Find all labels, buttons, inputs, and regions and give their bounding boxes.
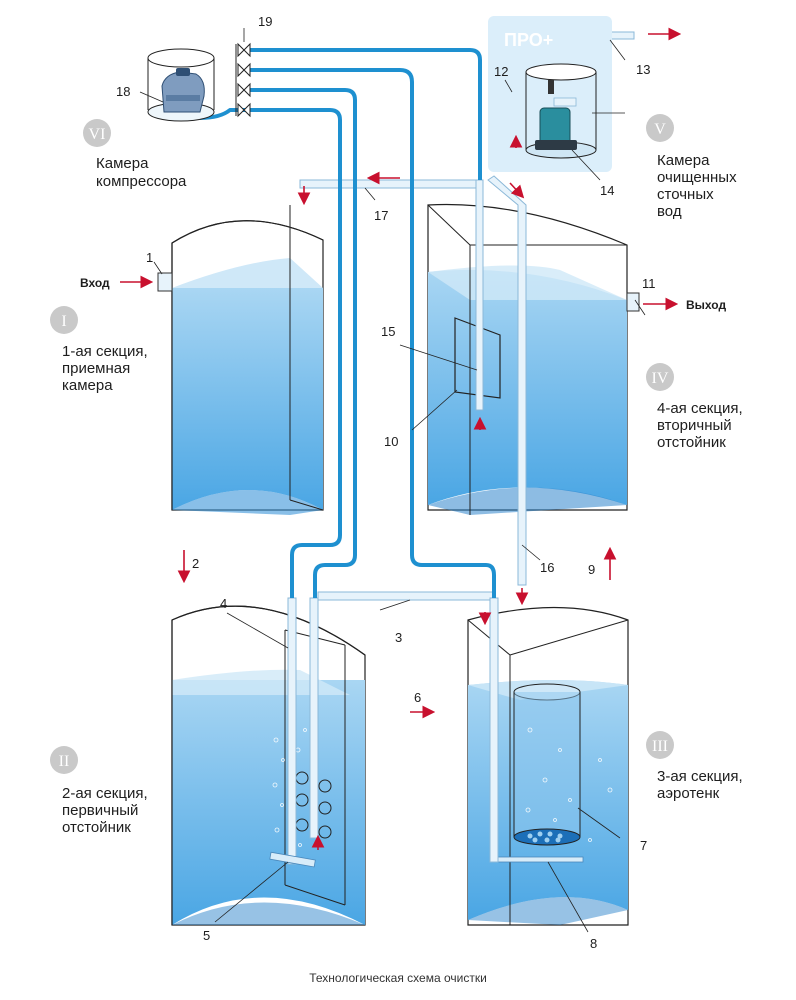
section-1-label-line-3: камера: [62, 377, 113, 394]
callout-14: 14: [600, 183, 614, 198]
section-5-label-line-2: очищенных: [657, 169, 737, 186]
outlet-label: Выход: [686, 298, 726, 312]
tank-section-3: [467, 606, 629, 926]
section-5-label-line-3: сточных: [657, 186, 714, 203]
tank-section-2: [171, 605, 366, 926]
callout-6: 6: [414, 690, 421, 705]
figure-caption: Технологическая схема очистки: [309, 971, 487, 985]
badge-iii: III: [652, 738, 668, 755]
badge-iv: IV: [652, 370, 669, 387]
inlet-label: Вход: [80, 276, 110, 290]
callout-16: 16: [540, 560, 554, 575]
valve-icon[interactable]: [235, 42, 251, 118]
section-6-label-line-1: Камера: [96, 155, 149, 172]
flow-arrow-icon: [120, 27, 682, 850]
callout-4: 4: [220, 596, 227, 611]
callout-5: 5: [203, 928, 210, 943]
section-descriptions: 1-ая секция, приемная камера 2-ая секция…: [62, 152, 743, 836]
callout-19: 19: [258, 14, 272, 29]
air-lines: [199, 48, 496, 598]
callout-8: 8: [590, 936, 597, 951]
callout-17: 17: [374, 208, 388, 223]
tank-section-1: [157, 205, 324, 515]
callout-11: 11: [642, 276, 656, 291]
section-3-label-line-2: аэротенк: [657, 785, 720, 802]
section-4-label-line-1: 4-ая секция,: [657, 400, 743, 417]
callout-7: 7: [640, 838, 647, 853]
section-2-label-line-1: 2-ая секция,: [62, 785, 148, 802]
section-4-label-line-2: вторичный: [657, 417, 732, 434]
roman-badges: I II III IV V VI: [50, 114, 674, 774]
section-4-label-line-3: отстойник: [657, 434, 726, 451]
section-2-label-line-3: отстойник: [62, 819, 131, 836]
section-3-label-line-1: 3-ая секция,: [657, 768, 743, 785]
callout-13: 13: [636, 62, 650, 77]
callout-15: 15: [381, 324, 395, 339]
pro-plus-label: ПРО+: [504, 30, 553, 50]
section-2-label-line-2: первичный: [62, 802, 138, 819]
badge-i: I: [61, 313, 66, 330]
callout-10: 10: [384, 434, 398, 449]
pump-icon: [535, 80, 577, 150]
section-5-label-line-4: вод: [657, 203, 682, 220]
tank-section-4: [427, 203, 640, 515]
section-1-label-line-2: приемная: [62, 360, 130, 377]
section-5-label-line-1: Камера: [657, 152, 710, 169]
badge-v: V: [654, 121, 666, 138]
callout-9: 9: [588, 562, 595, 577]
badge-ii: II: [59, 753, 70, 770]
compressor-icon: [161, 68, 205, 113]
callout-1: 1: [146, 250, 153, 265]
callout-numbers: 1 2 3 4 5 6 7 8 9 10 11 12 13 14 15 16 1…: [116, 14, 656, 951]
section-6-label-line-2: компрессора: [96, 173, 187, 190]
callout-leaders: [139, 28, 646, 933]
callout-2: 2: [192, 556, 199, 571]
section-1-label-line-1: 1-ая секция,: [62, 343, 148, 360]
badge-vi: VI: [89, 126, 106, 143]
diffuser: [269, 851, 316, 868]
callout-3: 3: [395, 630, 402, 645]
callout-18: 18: [116, 84, 130, 99]
callout-12: 12: [494, 64, 508, 79]
air-bubbles: [272, 727, 613, 847]
